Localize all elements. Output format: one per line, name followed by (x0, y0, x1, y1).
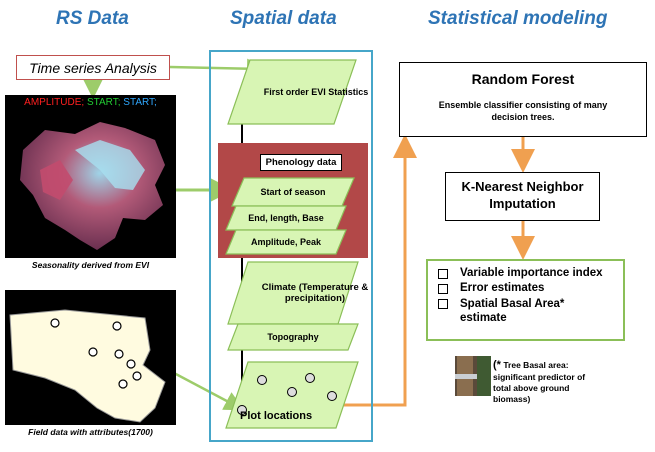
output-label: Variable importance index (460, 267, 603, 279)
first-order-evi-box: First order EVI Statistics (227, 59, 368, 125)
footnote-text: Tree Basal area: significant predictor o… (493, 360, 586, 405)
field-plot-point (114, 349, 124, 359)
plot-point (237, 405, 247, 415)
end-length-base-box: End, length, Base (225, 205, 347, 231)
tree-photo (455, 356, 491, 396)
legend-start-blue: START; (123, 97, 157, 108)
outputs-box: Variable importance index Error estimate… (426, 259, 625, 341)
output-item: Spatial Basal Area* estimate (438, 297, 623, 326)
seasonality-caption: Seasonality derived from EVI (5, 258, 176, 273)
plot-locations-label: Plot locations (240, 410, 313, 422)
output-label: Spatial Basal Area* estimate (460, 298, 565, 325)
field-plot-point (126, 359, 136, 369)
plot-point (287, 387, 297, 397)
title-spatial-data: Spatial data (230, 8, 337, 29)
title-statistical-modeling: Statistical modeling (428, 8, 608, 29)
field-plot-point (112, 321, 122, 331)
knn-title-line2: Imputation (489, 196, 556, 211)
random-forest-box: Random Forest Ensemble classifier consis… (399, 62, 647, 137)
plot-point (257, 375, 267, 385)
plot-point (305, 373, 315, 383)
field-data-caption: Field data with attributes(1700) (5, 425, 176, 440)
spatial-data-container (209, 50, 373, 442)
time-series-analysis-label: Time series Analysis (29, 59, 157, 76)
checkbox-icon (438, 284, 448, 294)
legend-start-green: START; (86, 97, 121, 108)
knn-title-line1: K-Nearest Neighbor (461, 179, 584, 194)
start-of-season-box: Start of season (231, 177, 355, 207)
plot-point (327, 391, 337, 401)
random-forest-description: Ensemble classifier consisting of many d… (438, 100, 608, 123)
field-plot-point (118, 379, 128, 389)
field-data-image: Field data with attributes(1700) (5, 290, 176, 440)
plot-locations-box: Plot locations (225, 361, 359, 429)
random-forest-title: Random Forest (471, 71, 575, 87)
field-plot-point (50, 318, 60, 328)
amplitude-peak-box: Amplitude, Peak (225, 229, 347, 255)
time-series-analysis-box: Time series Analysis (16, 55, 170, 80)
field-plot-point (132, 371, 142, 381)
first-order-evi-label: First order EVI Statistics (263, 86, 369, 97)
amplitude-peak-label: Amplitude, Peak (250, 236, 322, 247)
output-item: Error estimates (438, 282, 623, 294)
topography-box: Topography (227, 323, 359, 351)
seasonality-legend: AMPLITUDE; START; START; (5, 97, 176, 108)
checkbox-icon (438, 269, 448, 279)
topography-label: Topography (267, 331, 319, 342)
output-label: Error estimates (460, 282, 545, 294)
checkbox-icon (438, 299, 448, 309)
footnote-star: (* (493, 359, 501, 371)
climate-label: Climate (Temperature & precipitation) (261, 281, 369, 304)
output-item: Variable importance index (438, 267, 623, 279)
start-of-season-label: Start of season (260, 186, 326, 197)
arrow-plots-to-random-forest (335, 150, 407, 407)
phenology-title-box: Phenology data (260, 154, 342, 171)
climate-box: Climate (Temperature & precipitation) (227, 261, 368, 325)
knn-box: K-Nearest Neighbor Imputation (445, 172, 600, 221)
field-plot-point (88, 347, 98, 357)
title-rs-data: RS Data (56, 8, 129, 29)
seasonality-image: AMPLITUDE; START; START; Seasonality der… (5, 95, 176, 273)
seasonality-map (20, 122, 165, 250)
end-length-base-label: End, length, Base (248, 212, 324, 223)
legend-amplitude: AMPLITUDE; (24, 97, 85, 108)
basal-area-footnote: (* Tree Basal area: significant predicto… (493, 358, 603, 405)
phenology-title: Phenology data (265, 157, 337, 168)
field-map (9, 309, 166, 423)
